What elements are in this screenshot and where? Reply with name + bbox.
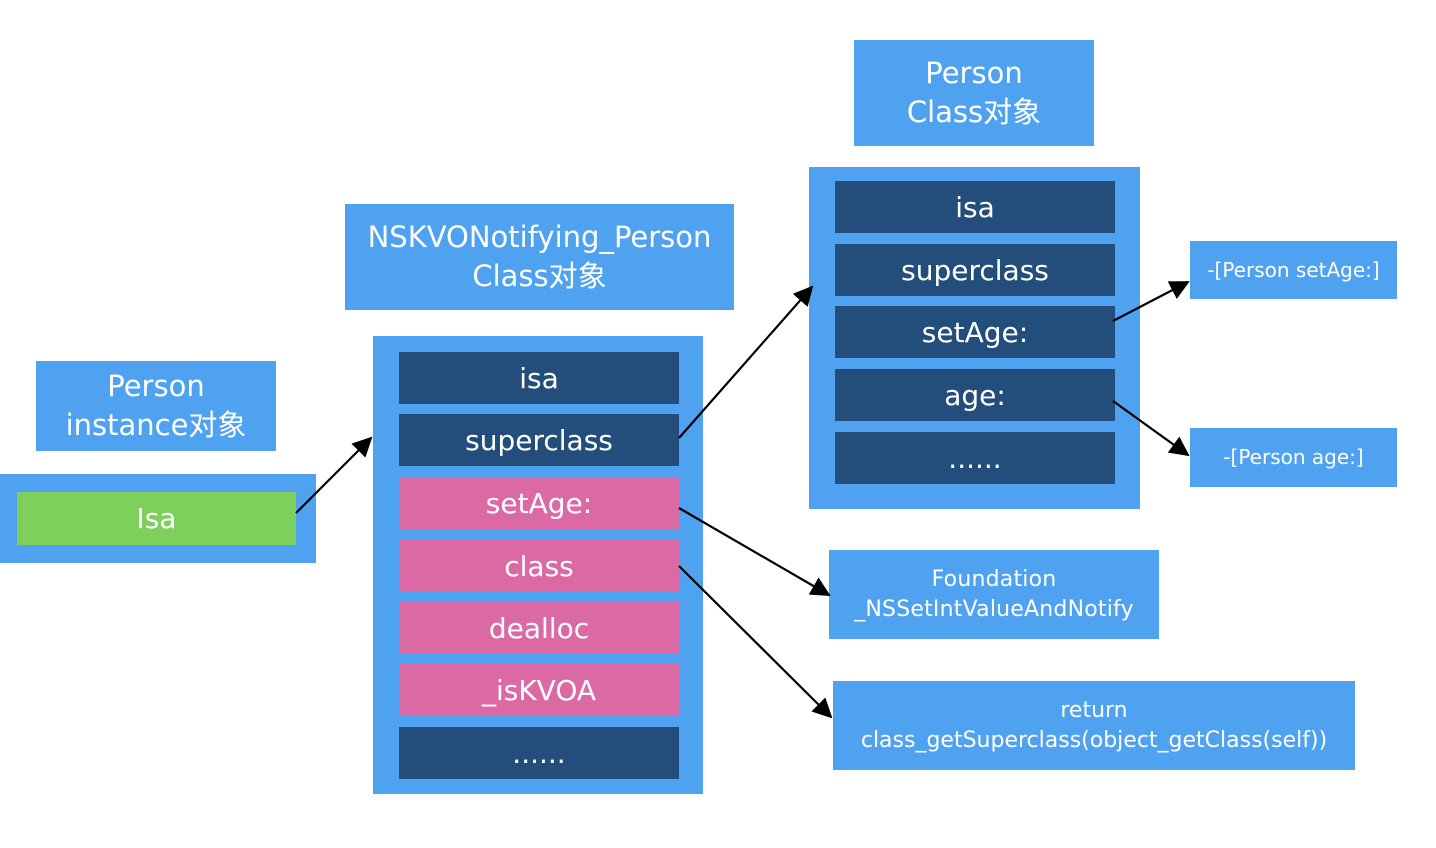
kvo-row-superclass: superclass [399,414,679,466]
person-instance-title-line1: Person [107,368,205,403]
kvo-row-setage: setAge: [399,477,679,529]
person-age-impl-box: -[Person age:] [1190,428,1397,487]
kvo-row-dealloc: dealloc [399,602,679,654]
return-line1: return [1060,697,1128,723]
return-line2: class_getSuperclass(object_getClass(self… [860,727,1328,753]
kvo-row-iskvoa: _isKVOA [399,664,679,716]
person-instance-label: Person instance对象 [36,361,276,451]
person-row-isa: isa [835,181,1115,233]
person-class-label: Person Class对象 [854,40,1094,146]
kvo-row-ellipsis: ...... [399,727,679,779]
person-row-age: age: [835,369,1115,421]
person-class-title-line2: Class对象 [906,95,1042,129]
person-instance-title-line2: instance对象 [65,408,247,442]
foundation-line2: _NSSetIntValueAndNotify [854,596,1134,622]
kvo-class-label: NSKVONotifying_Person Class对象 [345,204,734,310]
kvo-row-isa: isa [399,352,679,404]
foundation-notify-box: Foundation _NSSetIntValueAndNotify [829,550,1159,639]
person-row-setage: setAge: [835,306,1115,358]
kvo-class-title-line1: NSKVONotifying_Person [367,219,712,254]
person-class-title-line1: Person [925,55,1023,90]
instance-isa-field: Isa [17,492,296,545]
person-row-ellipsis: ...... [835,432,1115,484]
kvo-class-title-line2: Class对象 [472,259,607,293]
person-setage-impl-box: -[Person setAge:] [1190,241,1397,299]
foundation-line1: Foundation [931,566,1057,592]
kvo-row-class: class [399,540,679,592]
return-superclass-box: return class_getSuperclass(object_getCla… [833,681,1355,770]
person-row-superclass: superclass [835,244,1115,296]
